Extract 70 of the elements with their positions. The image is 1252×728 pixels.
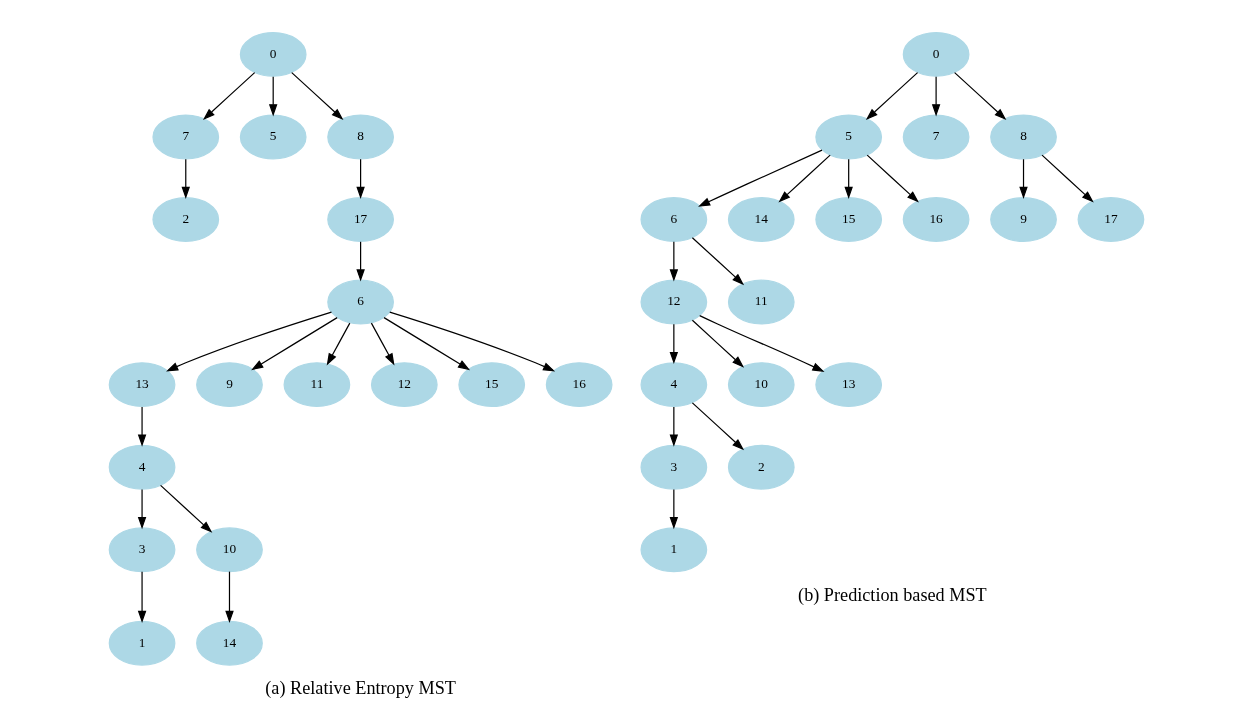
arrow bbox=[137, 406, 146, 447]
arrow bbox=[382, 317, 470, 371]
node-ellipse: 15 bbox=[814, 197, 882, 242]
node-ellipse: 13 bbox=[108, 362, 175, 408]
arrow bbox=[159, 484, 212, 533]
arrow bbox=[691, 237, 744, 286]
label: (b) Prediction based MST bbox=[797, 584, 987, 605]
arrow bbox=[866, 154, 919, 203]
arrow bbox=[669, 323, 678, 365]
node-ellipse: 3 bbox=[108, 527, 175, 573]
node-ellipse: 17 bbox=[326, 197, 394, 242]
arrow bbox=[137, 571, 146, 623]
arrow bbox=[388, 311, 555, 372]
node-ellipse: 6 bbox=[326, 279, 394, 325]
node-ellipse: 13 bbox=[814, 362, 882, 408]
node-ellipse: 4 bbox=[108, 444, 175, 490]
node-ellipse: 12 bbox=[370, 362, 438, 408]
node-ellipse: 8 bbox=[989, 114, 1057, 160]
node-ellipse: 0 bbox=[239, 31, 307, 77]
arrow bbox=[224, 571, 234, 623]
arrow bbox=[669, 488, 678, 530]
label: (a) Relative Entropy MST bbox=[264, 678, 456, 699]
node-ellipse: 11 bbox=[283, 362, 350, 408]
node-ellipse: 5 bbox=[814, 114, 882, 160]
node-ellipse: 14 bbox=[195, 620, 263, 666]
arrow bbox=[202, 72, 255, 120]
node-ellipse: 7 bbox=[151, 114, 219, 160]
node-ellipse: 14 bbox=[727, 197, 795, 242]
arrow bbox=[250, 317, 338, 371]
node-ellipse: 17 bbox=[1077, 197, 1144, 242]
node-ellipse: 9 bbox=[989, 197, 1057, 242]
node-ellipse: 6 bbox=[639, 197, 707, 242]
node-ellipse: 5 bbox=[239, 114, 307, 160]
node-ellipse: 10 bbox=[195, 527, 263, 573]
arrow bbox=[1040, 154, 1094, 203]
node-ellipse: 4 bbox=[639, 362, 707, 408]
arrow bbox=[698, 315, 824, 372]
node-ellipse: 2 bbox=[727, 444, 795, 490]
arrow bbox=[777, 154, 831, 203]
node-ellipse: 16 bbox=[545, 362, 613, 408]
arrow bbox=[691, 402, 744, 451]
arrow bbox=[326, 322, 350, 366]
arrow bbox=[843, 158, 853, 199]
arrow bbox=[953, 72, 1006, 120]
node-ellipse: 8 bbox=[326, 114, 394, 160]
arrow bbox=[268, 76, 277, 117]
arrow bbox=[865, 72, 918, 120]
node-ellipse: 2 bbox=[151, 197, 219, 242]
arrow bbox=[355, 241, 365, 282]
node-ellipse: 11 bbox=[727, 279, 795, 325]
arrow bbox=[370, 322, 394, 366]
node-ellipse: 0 bbox=[902, 31, 969, 77]
node-ellipse: 12 bbox=[639, 279, 707, 325]
node-ellipse: 1 bbox=[108, 620, 175, 666]
node-ellipse: 10 bbox=[727, 362, 795, 408]
node-ellipse: 1 bbox=[639, 527, 707, 573]
node-ellipse: 16 bbox=[902, 197, 969, 242]
arrow bbox=[137, 488, 146, 530]
arrow bbox=[165, 311, 332, 372]
arrow bbox=[697, 149, 823, 207]
arrow bbox=[931, 76, 940, 117]
arrow bbox=[669, 241, 678, 282]
arrow bbox=[691, 319, 744, 368]
arrow bbox=[290, 72, 343, 120]
node-ellipse: 3 bbox=[639, 444, 707, 490]
arrow bbox=[355, 158, 365, 199]
arrow bbox=[1018, 158, 1028, 199]
arrow bbox=[669, 406, 678, 447]
node-ellipse: 7 bbox=[902, 114, 969, 160]
arrow bbox=[181, 158, 190, 199]
